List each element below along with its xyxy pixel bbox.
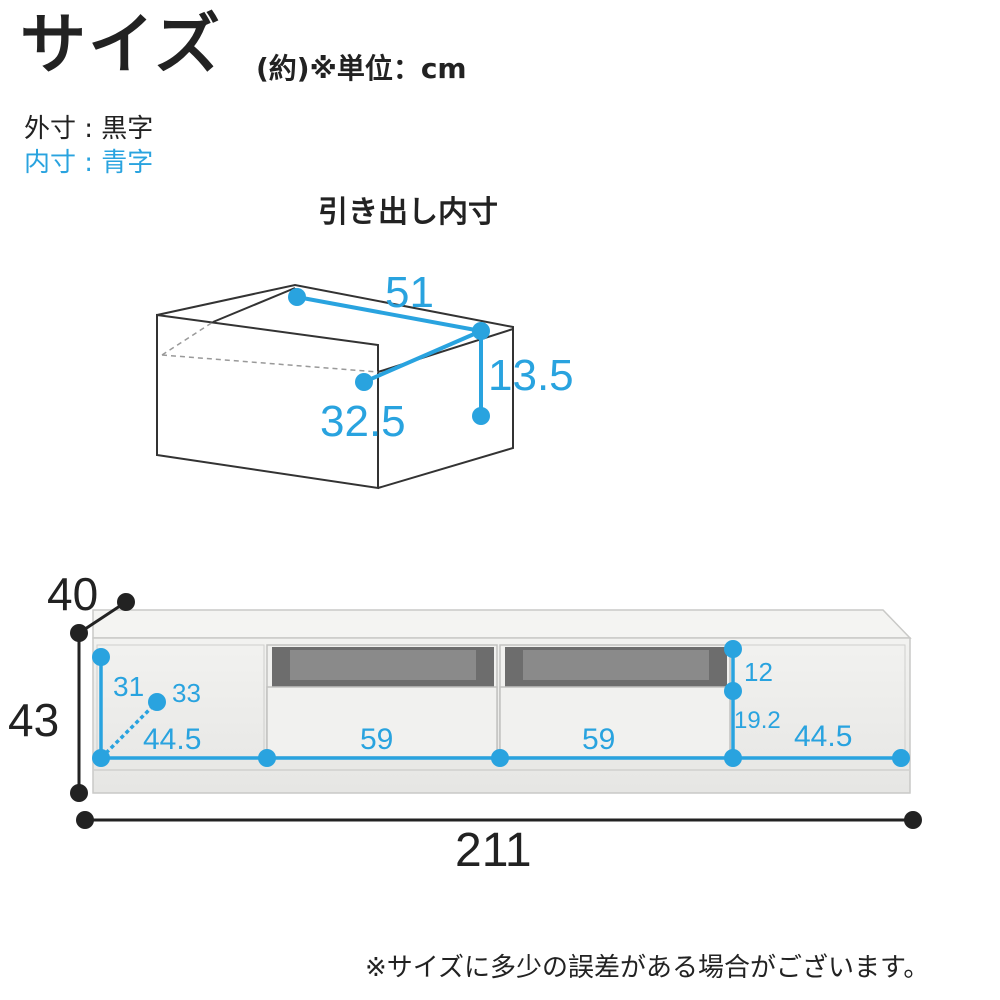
tv-board-illustration <box>92 609 912 794</box>
drawer-inner-title: 引き出し内寸 <box>318 195 498 230</box>
drawer-depth-label: 32.5 <box>320 397 406 446</box>
left-inner-height-label: 31 <box>113 671 144 702</box>
tv-board-depth-label: 40 <box>47 568 98 620</box>
page-title: サイズ <box>20 6 223 83</box>
tv-board-outer-dimensions <box>70 593 922 829</box>
left-inner-depth-label: 33 <box>172 678 201 708</box>
drawer-height-label: 13.5 <box>488 351 574 400</box>
right-inner-width-label: 44.5 <box>794 720 852 753</box>
open-shelf-height-label: 12 <box>744 657 773 687</box>
drawer2-inner-width-label: 59 <box>582 723 615 756</box>
right-inner-height-label: 19.2 <box>734 707 781 734</box>
tv-board-inner-dimensions <box>92 640 910 767</box>
drawer-dimension-lines <box>288 288 490 425</box>
tv-board-height-label: 43 <box>8 694 59 746</box>
tv-board-total-width-label: 211 <box>455 824 532 877</box>
left-inner-width-label: 44.5 <box>143 723 201 756</box>
size-tolerance-note: ※サイズに多少の誤差がある場合がございます。 <box>365 953 930 983</box>
inner-dimension-legend: 内寸 : 青字 <box>24 148 154 178</box>
drawer-width-label: 51 <box>385 268 434 317</box>
unit-note: (約)※単位：cm <box>256 52 467 85</box>
outer-dimension-legend: 外寸 : 黒字 <box>24 114 154 144</box>
drawer-illustration <box>156 283 514 490</box>
drawer1-inner-width-label: 59 <box>360 723 393 756</box>
